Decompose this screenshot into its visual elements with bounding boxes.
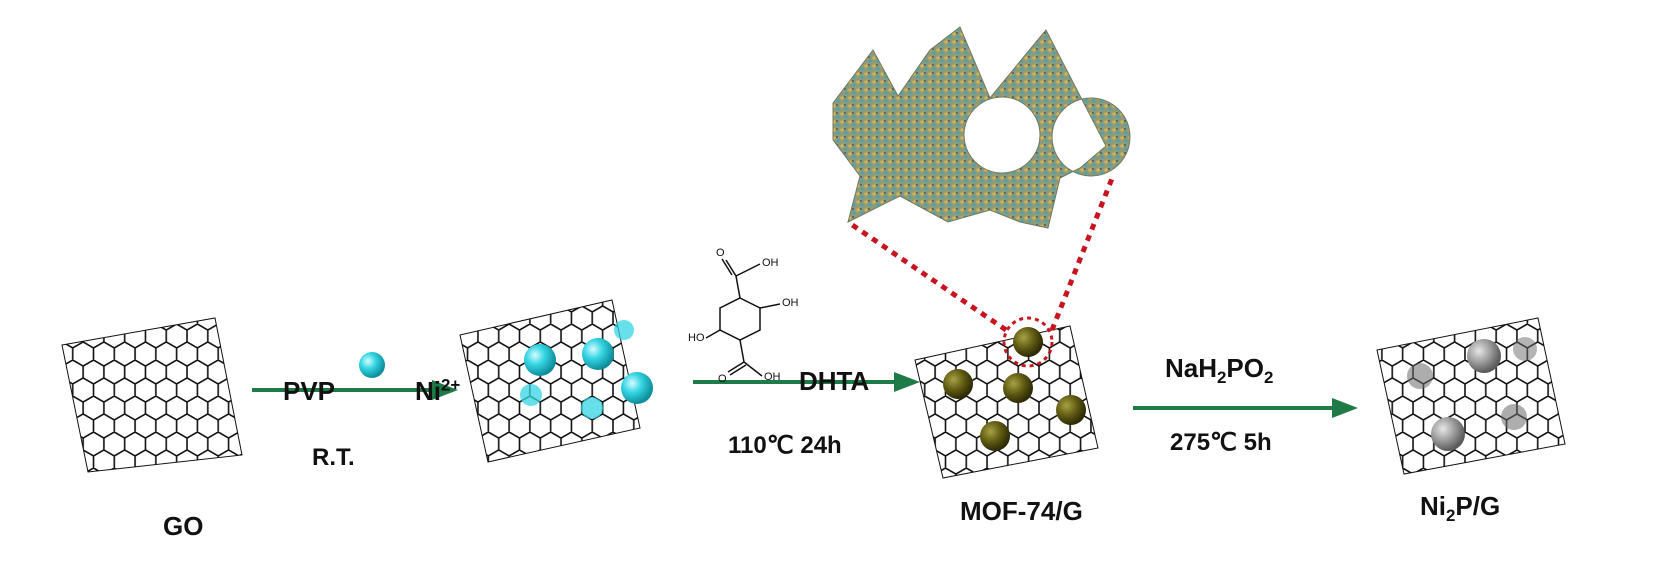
atom-oh-top: OH bbox=[762, 257, 779, 269]
ni2p-graphene-sheet bbox=[1376, 317, 1566, 475]
step3-conditions-label: 275℃ 5h bbox=[1170, 429, 1272, 456]
pvp-label: PVP bbox=[283, 376, 336, 406]
zoom-callout-lines bbox=[846, 175, 1116, 333]
ni-patch bbox=[520, 384, 542, 406]
ni-sphere bbox=[621, 372, 653, 404]
mof-crystal-structure-image bbox=[832, 26, 1131, 229]
mof-particle bbox=[1003, 373, 1033, 403]
nah2po2-label: NaH2PO2 bbox=[1165, 353, 1274, 388]
step2-conditions-label: 110℃ 24h bbox=[728, 432, 842, 459]
mof-74-g-label: MOF-74/G bbox=[960, 496, 1083, 526]
ni-patch bbox=[614, 320, 634, 340]
ni-loaded-graphene-sheet bbox=[459, 299, 653, 463]
arrow-step-2 bbox=[693, 372, 920, 392]
go-label: GO bbox=[163, 511, 204, 541]
mof-74-graphene-sheet bbox=[914, 316, 1099, 479]
atom-oh-bottom: OH bbox=[764, 371, 781, 383]
mof-particle bbox=[1056, 395, 1086, 425]
room-temperature-label: R.T. bbox=[312, 444, 355, 471]
ni-ion-label: Ni2+ bbox=[415, 375, 461, 406]
ni2p-patch bbox=[1513, 337, 1537, 361]
mof-particle bbox=[943, 369, 973, 399]
atom-oh-right: OH bbox=[782, 297, 799, 309]
ni2p-g-label: Ni2P/G bbox=[1420, 491, 1501, 526]
mof-particle-highlighted bbox=[1013, 327, 1043, 357]
arrow-step-1 bbox=[252, 380, 458, 400]
atom-o-top: O bbox=[716, 247, 725, 259]
go-graphene-sheet bbox=[61, 317, 243, 473]
dhta-label: DHTA bbox=[799, 366, 870, 396]
dhta-molecule-structure bbox=[705, 258, 781, 377]
mof-particle bbox=[980, 421, 1010, 451]
ni-sphere bbox=[524, 344, 556, 376]
ni-patch bbox=[581, 397, 603, 419]
ni2p-particle bbox=[1467, 339, 1501, 373]
ni-ion-sphere-icon bbox=[359, 352, 385, 378]
ni2p-particle bbox=[1431, 417, 1465, 451]
atom-ho-left: HO bbox=[688, 332, 705, 344]
atom-o-bottom: O bbox=[718, 373, 727, 385]
arrow-step-3 bbox=[1133, 398, 1358, 418]
ni-sphere bbox=[582, 338, 614, 370]
ni2p-patch bbox=[1501, 404, 1527, 430]
ni2p-patch bbox=[1407, 363, 1433, 389]
